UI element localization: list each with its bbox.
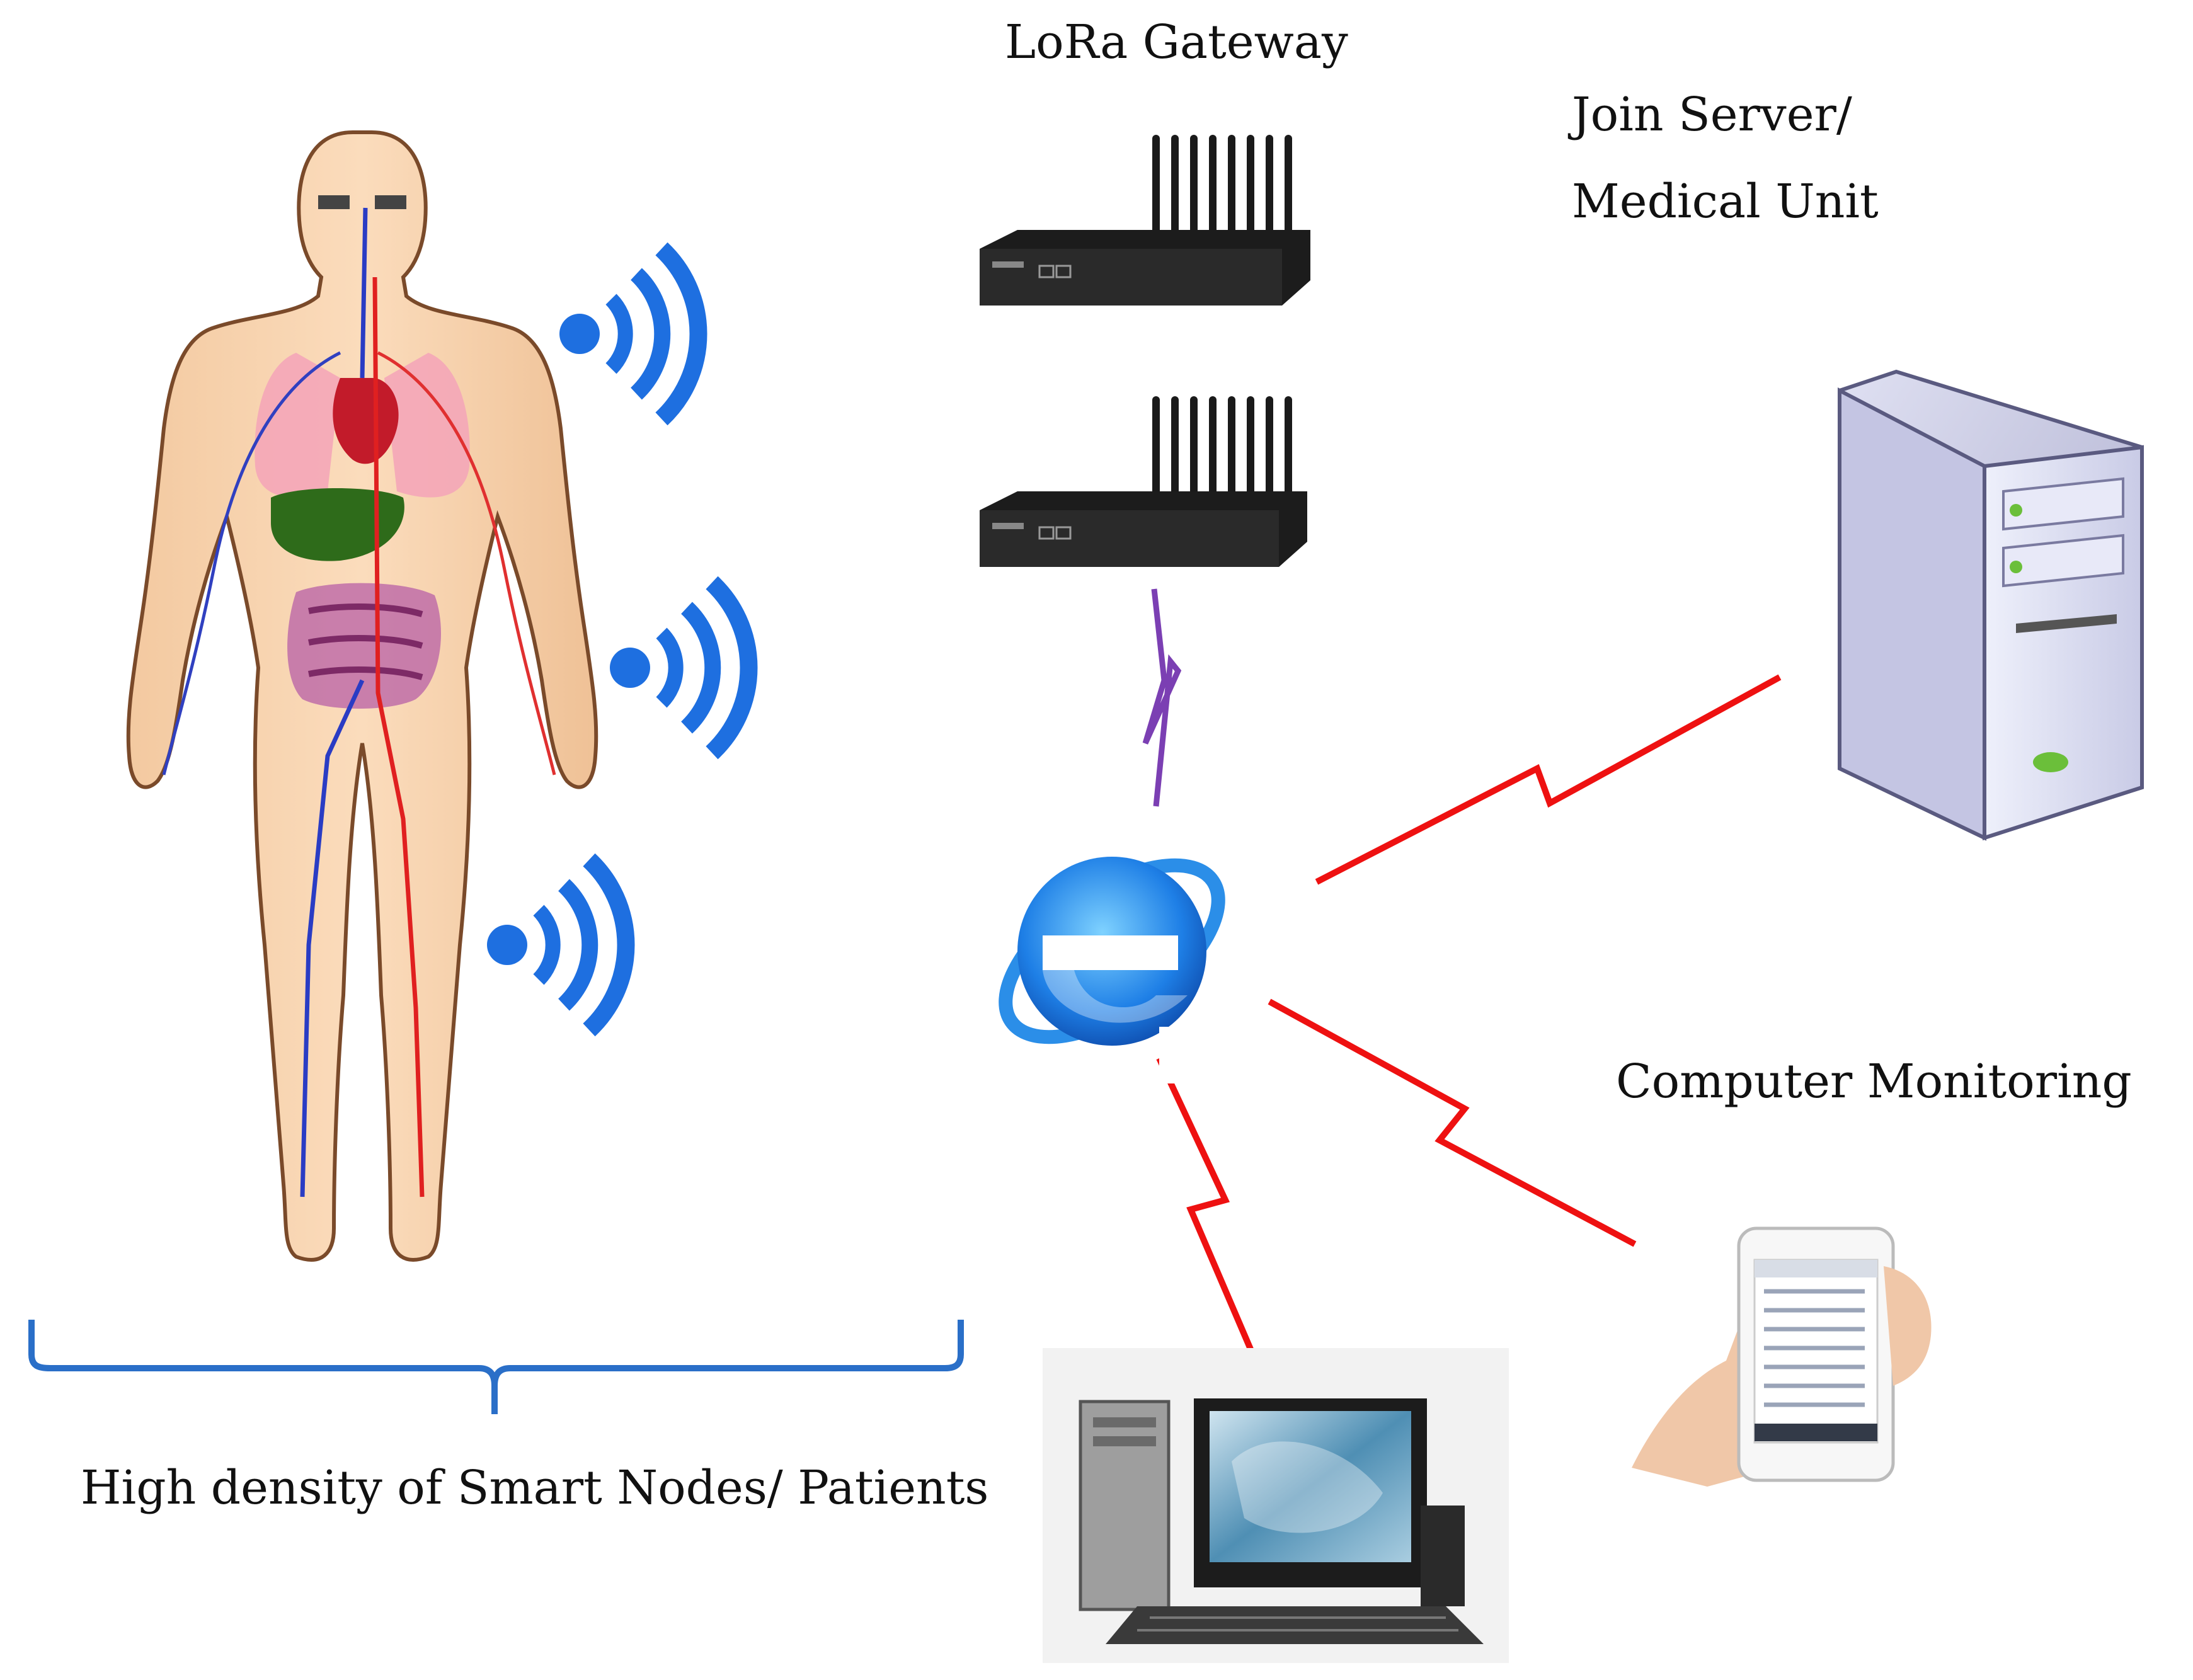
gateway-internet-link xyxy=(1142,588,1182,807)
lora-gateway-router-icon xyxy=(980,396,1307,567)
internet-desktop-link xyxy=(1156,1056,1260,1365)
patients-bracket xyxy=(28,1320,964,1414)
internet-server-link xyxy=(1315,674,1782,885)
patients-label: High density of Smart Nodes/ Patients xyxy=(81,1461,989,1515)
server-tower-icon xyxy=(1838,369,2144,841)
monitoring-label: Computer Monitoring xyxy=(1616,1054,2132,1109)
gateway-label: LoRa Gateway xyxy=(1005,15,1348,69)
server-label-line2: Medical Unit xyxy=(1572,174,1879,229)
lora-gateway-router-icon xyxy=(980,135,1310,306)
wireless-signal-icon xyxy=(559,242,707,426)
smartphone-in-hand-icon xyxy=(1632,1226,1932,1487)
human-body-anatomy-icon xyxy=(126,130,598,1262)
wireless-signal-icon xyxy=(487,853,635,1037)
wireless-signal-icon xyxy=(610,576,758,760)
internet-explorer-icon xyxy=(999,857,1247,1083)
internet-smartphone-link xyxy=(1268,998,1637,1247)
desktop-computer-icon xyxy=(1043,1348,1509,1663)
server-label-line1: Join Server/ xyxy=(1572,88,1852,142)
